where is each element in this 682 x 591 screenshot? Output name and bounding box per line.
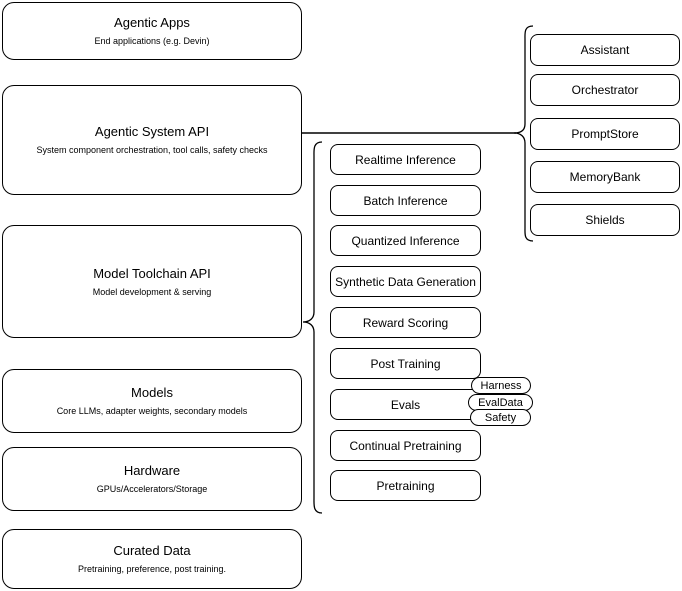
toolchain-chip-continual-pretraining[interactable]: Continual Pretraining [330,430,481,461]
chip-label: PromptStore [571,127,639,141]
chip-label: Synthetic Data Generation [335,274,476,289]
toolchain-chip-evals[interactable]: Evals [330,389,481,420]
chip-label: Reward Scoring [362,315,449,330]
chip-label: Assistant [580,43,630,57]
agentic-chip-assistant[interactable]: Assistant [530,34,680,66]
layer-card-hardware[interactable]: Hardware GPUs/Accelerators/Storage [2,447,302,511]
layer-title: Agentic System API [94,124,210,139]
layer-card-model-toolchain-api[interactable]: Model Toolchain API Model development & … [2,225,302,338]
toolchain-chip-synthetic-data-generation[interactable]: Synthetic Data Generation [330,266,481,297]
badge-label: EvalData [478,396,523,409]
toolchain-chip-pretraining[interactable]: Pretraining [330,470,481,501]
toolchain-chip-batch-inference[interactable]: Batch Inference [330,185,481,216]
chip-label: Quantized Inference [351,233,460,248]
layer-subtitle: End applications (e.g. Devin) [94,36,210,46]
toolchain-chip-realtime-inference[interactable]: Realtime Inference [330,144,481,175]
layer-title: Models [131,385,173,400]
chip-label: Realtime Inference [355,152,456,167]
layer-card-models[interactable]: Models Core LLMs, adapter weights, secon… [2,369,302,433]
layer-title: Curated Data [113,543,191,558]
toolchain-chip-quantized-inference[interactable]: Quantized Inference [330,225,481,256]
eval-badge-harness[interactable]: Harness [471,377,531,394]
layer-subtitle: GPUs/Accelerators/Storage [96,484,208,494]
agentic-chip-orchestrator[interactable]: Orchestrator [530,74,680,106]
layer-card-agentic-apps[interactable]: Agentic Apps End applications (e.g. Devi… [2,2,302,60]
layer-subtitle: System component orchestration, tool cal… [36,145,268,155]
layer-title: Hardware [123,463,181,478]
chip-label: Batch Inference [363,193,448,208]
toolchain-chip-reward-scoring[interactable]: Reward Scoring [330,307,481,338]
chip-label: MemoryBank [569,170,641,184]
chip-label: Evals [390,397,421,412]
agentic-chip-promptstore[interactable]: PromptStore [530,118,680,150]
layer-subtitle: Pretraining, preference, post training. [77,564,227,574]
eval-badge-safety[interactable]: Safety [470,409,531,426]
chip-label: Orchestrator [571,83,639,97]
layer-title: Model Toolchain API [93,265,211,281]
layer-subtitle: Core LLMs, adapter weights, secondary mo… [56,406,248,416]
agentic-chip-shields[interactable]: Shields [530,204,680,236]
toolchain-brace-icon [302,141,323,514]
layer-card-agentic-system-api[interactable]: Agentic System API System component orch… [2,85,302,195]
layer-title: Agentic Apps [114,15,190,30]
chip-label: Continual Pretraining [349,438,462,453]
agentic-brace-icon [513,25,534,242]
layer-subtitle: Model development & serving [92,286,212,297]
agentic-chip-memorybank[interactable]: MemoryBank [530,161,680,193]
layer-card-curated-data[interactable]: Curated Data Pretraining, preference, po… [2,529,302,589]
toolchain-chip-post-training[interactable]: Post Training [330,348,481,379]
badge-label: Safety [484,411,517,424]
chip-label: Post Training [370,356,441,371]
chip-label: Shields [585,213,625,227]
badge-label: Harness [480,379,522,392]
chip-label: Pretraining [376,478,435,493]
